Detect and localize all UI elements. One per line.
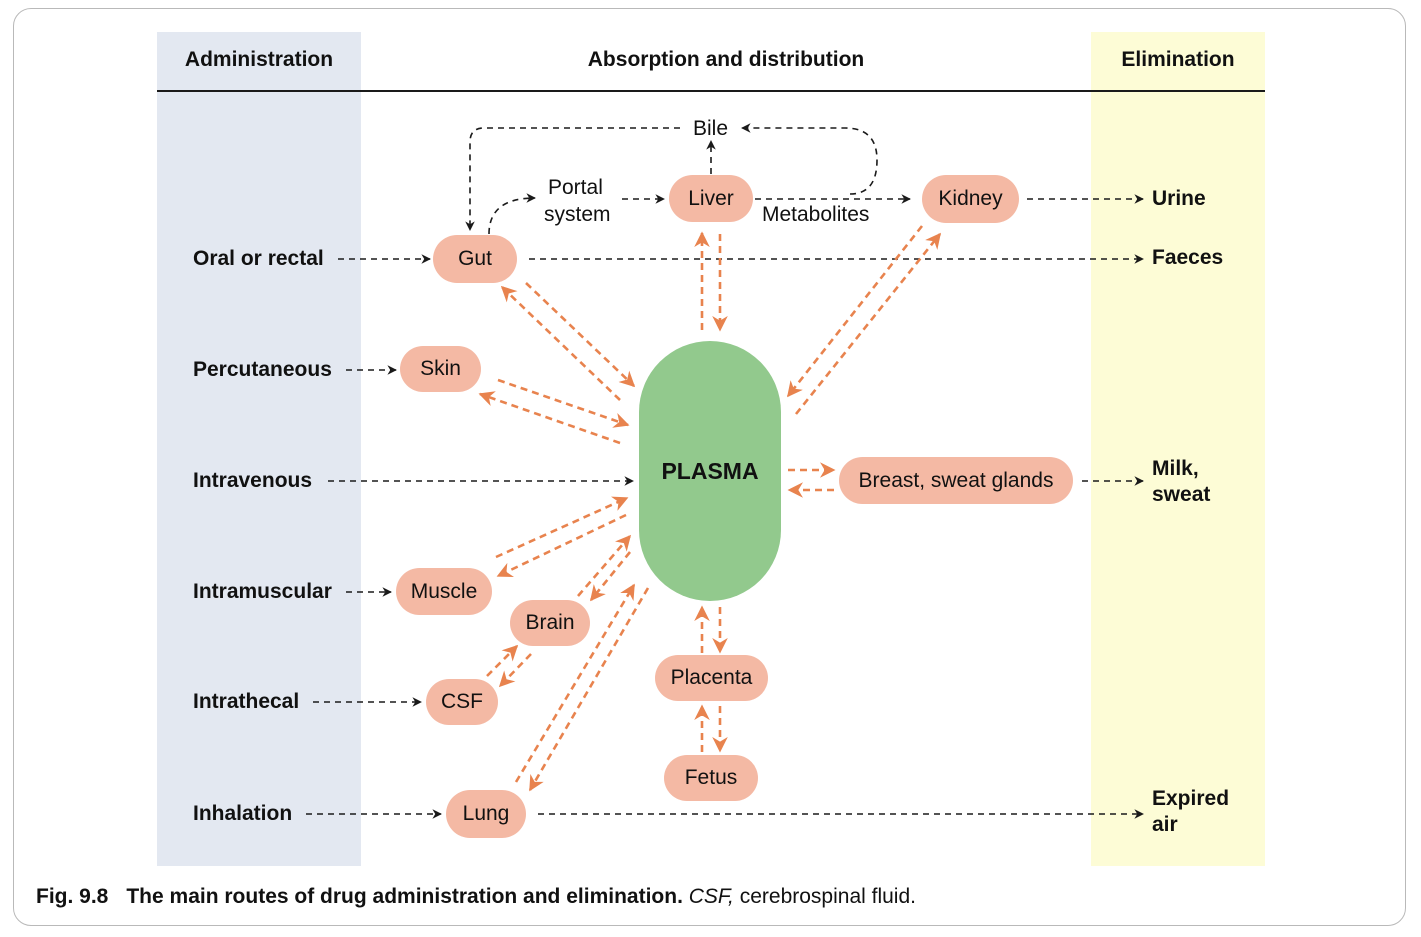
node-gut: Gut (433, 235, 517, 283)
output-milk: Milk, sweat (1152, 456, 1210, 508)
route-intravenous: Intravenous (193, 469, 313, 492)
node-csf: CSF (426, 679, 498, 725)
header-elimination: Elimination (1121, 48, 1235, 71)
output-expired-line1: Expired (1152, 787, 1230, 810)
arrow-gut-portal (488, 193, 536, 235)
output-urine: Urine (1152, 187, 1206, 210)
node-lung: Lung (446, 790, 526, 838)
output-expired-line2: air (1152, 813, 1178, 836)
figure-caption: Fig. 9.8 The main routes of drug administ… (36, 885, 916, 909)
label-metabolites: Metabolites (762, 203, 870, 226)
node-brain: Brain (510, 600, 590, 646)
node-fetus: Fetus (664, 755, 758, 801)
caption-title: The main routes of drug administration a… (126, 885, 683, 908)
header-administration: Administration (184, 48, 334, 71)
output-milk-line1: Milk, (1152, 457, 1199, 480)
caption-abbr: CSF, (688, 885, 734, 908)
label-portal-line1: Portal (548, 176, 603, 199)
node-liver: Liver (669, 175, 753, 222)
caption-rest: cerebrospinal fluid. (733, 885, 916, 908)
caption-fig-number: Fig. 9.8 (36, 885, 109, 908)
header-rule (157, 90, 1265, 92)
output-milk-line2: sweat (1152, 483, 1211, 506)
arrow-metabolites-bile (741, 123, 878, 195)
node-muscle: Muscle (396, 568, 492, 615)
node-skin: Skin (400, 346, 481, 392)
route-inhalation: Inhalation (193, 802, 293, 825)
route-oral-rectal: Oral or rectal (193, 247, 324, 270)
route-percutaneous: Percutaneous (193, 358, 332, 381)
figure-frame (13, 8, 1406, 926)
node-placenta: Placenta (655, 655, 768, 701)
output-faeces: Faeces (1152, 246, 1224, 269)
route-intrathecal: Intrathecal (193, 690, 300, 713)
header-absorption: Absorption and distribution (587, 48, 865, 71)
output-expired-air: Expired air (1152, 786, 1229, 838)
node-breast-sweat-glands: Breast, sweat glands (839, 457, 1073, 504)
label-portal-line2: system (544, 203, 611, 226)
route-intramuscular: Intramuscular (193, 580, 332, 603)
administration-column (157, 32, 361, 866)
node-plasma: PLASMA (639, 341, 781, 601)
label-bile: Bile (693, 117, 729, 140)
elimination-column (1091, 32, 1265, 866)
node-kidney: Kidney (922, 175, 1019, 223)
